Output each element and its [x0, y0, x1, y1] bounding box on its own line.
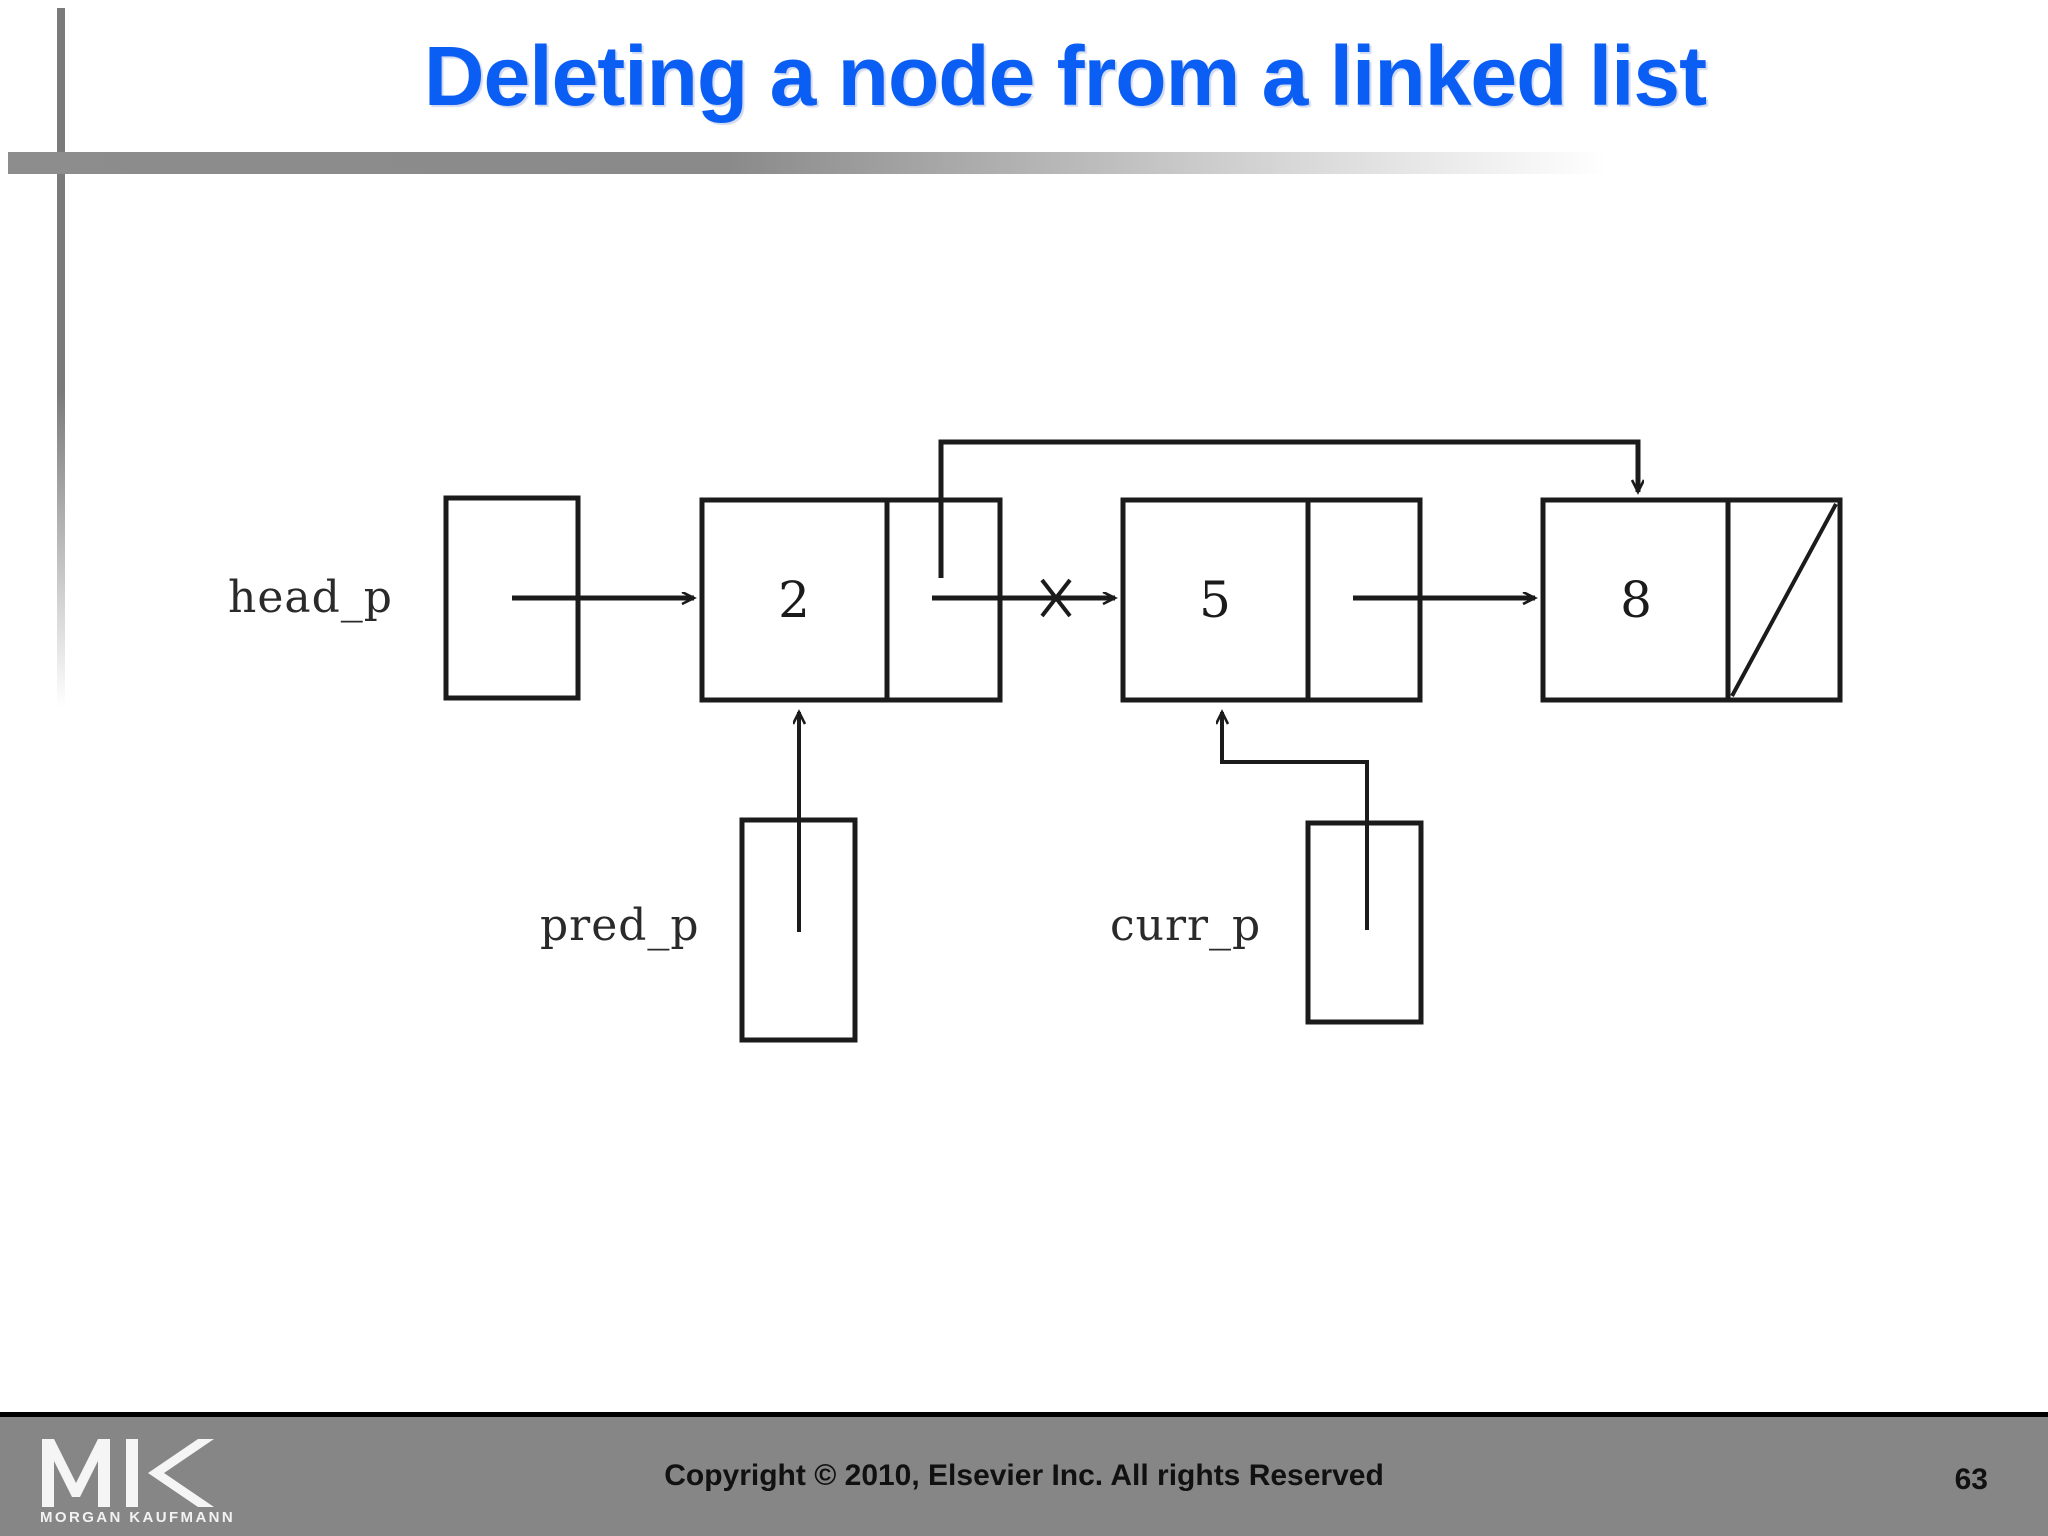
linked-list-diagram: head_p node 2 --> 2 node 5 (crossed out)…	[228, 439, 1843, 1043]
decorative-vertical-rule	[57, 8, 65, 708]
curr-pointer-box	[1305, 820, 1424, 1025]
node-8-value: 8	[1620, 571, 1652, 629]
curr-pointer-label: curr_p	[1110, 900, 1261, 951]
edge-node-2-bypass-to-node-8	[938, 439, 1638, 578]
node-2-value: 2	[778, 571, 810, 629]
node-8: 8	[1540, 497, 1843, 703]
page-title: Deleting a node from a linked list	[423, 29, 1707, 123]
deleted-link-x-icon	[1040, 578, 1072, 618]
edge-curr-to-node-5	[1222, 712, 1369, 930]
mk-monogram-icon	[42, 1439, 214, 1507]
head-pointer-label: head_p	[228, 572, 393, 623]
decorative-horizontal-rule	[8, 152, 1608, 174]
logo-wordmark: MORGAN KAUFMANN	[40, 1509, 236, 1526]
slide-footer: MORGAN KAUFMANN Copyright © 2010, Elsevi…	[0, 1412, 2048, 1536]
pred-pointer-label: pred_p	[540, 900, 700, 951]
node-5-value: 5	[1199, 571, 1231, 629]
morgan-kaufmann-logo: MORGAN KAUFMANN	[38, 1435, 233, 1531]
copyright-text: Copyright © 2010, Elsevier Inc. All righ…	[664, 1459, 1384, 1492]
null-slash-icon	[1730, 503, 1838, 697]
page-number: 63	[1954, 1463, 1988, 1496]
